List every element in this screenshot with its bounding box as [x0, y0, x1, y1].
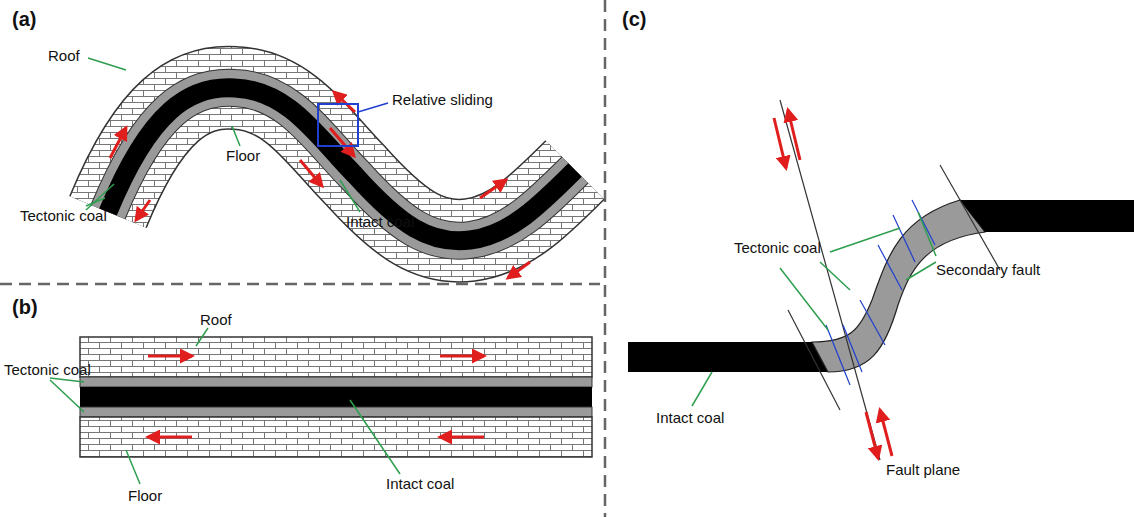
panel-label: (c)	[622, 8, 646, 30]
part-label: Roof	[48, 48, 80, 65]
part-label: Intact coal	[386, 476, 454, 493]
part-label: Relative sliding	[392, 92, 493, 109]
part-label: Secondary fault	[936, 262, 1040, 279]
part-label: Roof	[200, 312, 232, 329]
part-label: Fault plane	[886, 462, 960, 479]
panel-label: (b)	[12, 296, 38, 318]
part-label: Intact coal	[346, 214, 414, 231]
part-label: Intact coal	[656, 410, 724, 427]
part-label: Tectonic coal	[4, 362, 91, 379]
panel-label: (a)	[12, 8, 36, 30]
part-label: Floor	[128, 488, 162, 505]
part-label: Floor	[226, 148, 260, 165]
part-label: Tectonic coal	[734, 240, 821, 257]
part-label: Tectonic coal	[20, 208, 107, 225]
